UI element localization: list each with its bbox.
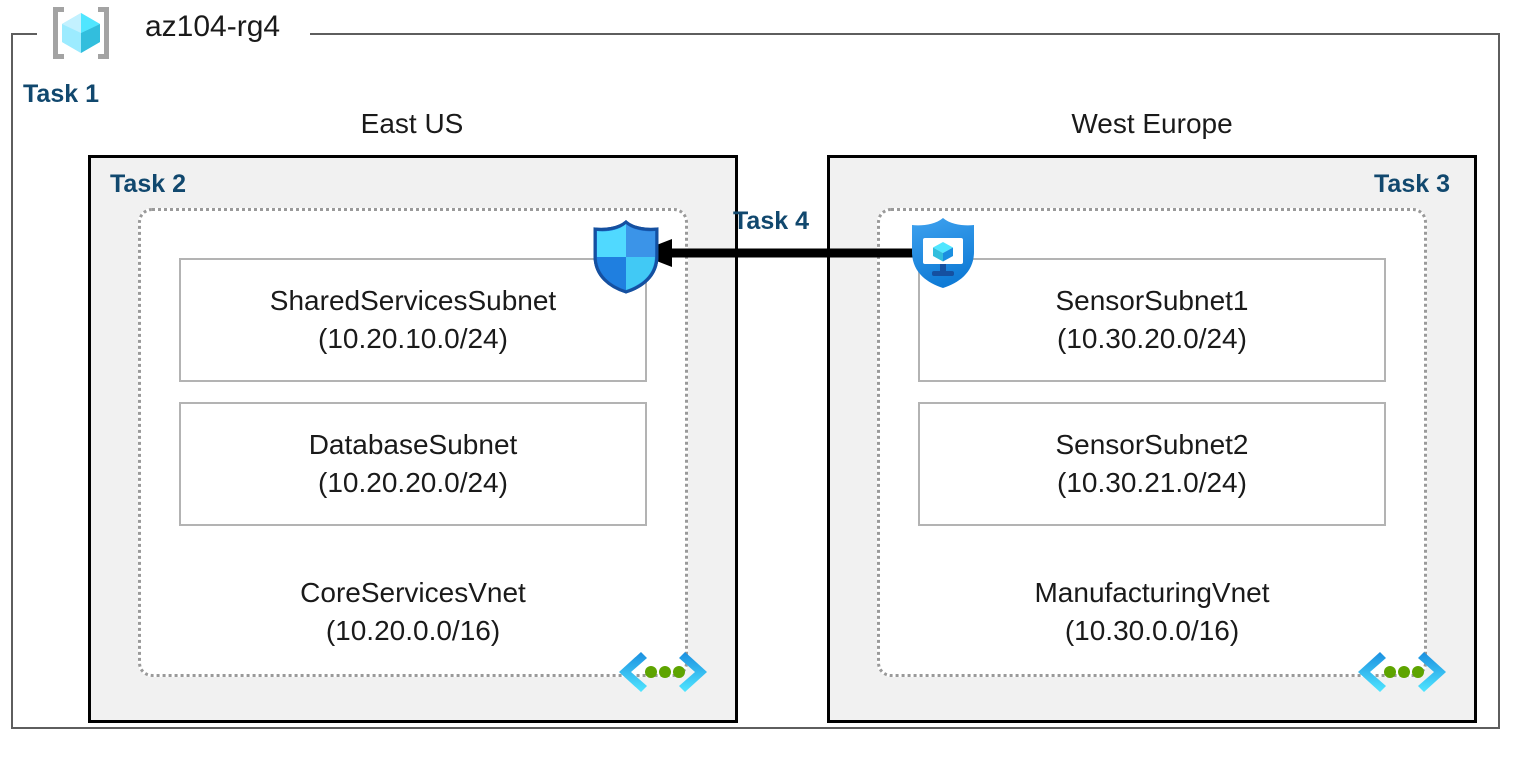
resource-group-border-bottom [11, 727, 1500, 729]
subnet-cidr: (10.30.20.0/24) [1057, 323, 1247, 354]
subnet-databasesubnet: DatabaseSubnet (10.20.20.0/24) [179, 402, 647, 526]
vnet-cidr: (10.20.0.0/16) [325, 615, 501, 646]
resource-group-border-top-right [310, 33, 1500, 35]
vnet-icon [615, 648, 711, 696]
subnet-name: SensorSubnet2 [1055, 429, 1249, 460]
region-label-west-europe: West Europe [1071, 108, 1233, 139]
resource-group-icon [48, 4, 114, 62]
resource-group-border-left [11, 33, 13, 729]
vnet-box-coreservicesvnet: SharedServicesSubnet (10.20.10.0/24) Dat… [138, 208, 707, 692]
subnet-sensorsubnet1: SensorSubnet1 (10.30.20.0/24) [918, 258, 1386, 382]
subnet-sharedservicessubnet: SharedServicesSubnet (10.20.10.0/24) [179, 258, 647, 382]
vnet-name: ManufacturingVnet [1034, 577, 1270, 608]
resource-group-border-right [1498, 33, 1500, 729]
subnet-name: SensorSubnet1 [1055, 285, 1249, 316]
arrow-left-icon [636, 233, 924, 273]
subnet-cidr: (10.30.21.0/24) [1057, 467, 1247, 498]
resource-group-border-top-left [11, 33, 37, 35]
resource-group-title: az104-rg4 [145, 10, 281, 43]
task-4-label: Task 4 [733, 207, 809, 235]
region-label-east-us: East US [360, 108, 464, 139]
task-2-label: Task 2 [110, 170, 186, 198]
subnet-name: SharedServicesSubnet [269, 285, 557, 316]
vnet-name: CoreServicesVnet [300, 577, 526, 608]
task-1-label: Task 1 [23, 80, 99, 108]
vnet-caption-east: CoreServicesVnet (10.20.0.0/16) [141, 574, 685, 650]
network-security-group-icon [590, 220, 662, 294]
subnet-sensorsubnet2: SensorSubnet2 (10.30.21.0/24) [918, 402, 1386, 526]
task-3-label: Task 3 [1374, 170, 1450, 198]
application-security-group-icon [907, 216, 979, 290]
subnet-cidr: (10.20.10.0/24) [318, 323, 508, 354]
subnet-cidr: (10.20.20.0/24) [318, 467, 508, 498]
vnet-cidr: (10.30.0.0/16) [1064, 615, 1240, 646]
vnet-caption-west: ManufacturingVnet (10.30.0.0/16) [880, 574, 1424, 650]
subnet-name: DatabaseSubnet [308, 429, 518, 460]
vnet-box-manufacturingvnet: SensorSubnet1 (10.30.20.0/24) SensorSubn… [877, 208, 1446, 692]
vnet-icon [1354, 648, 1450, 696]
